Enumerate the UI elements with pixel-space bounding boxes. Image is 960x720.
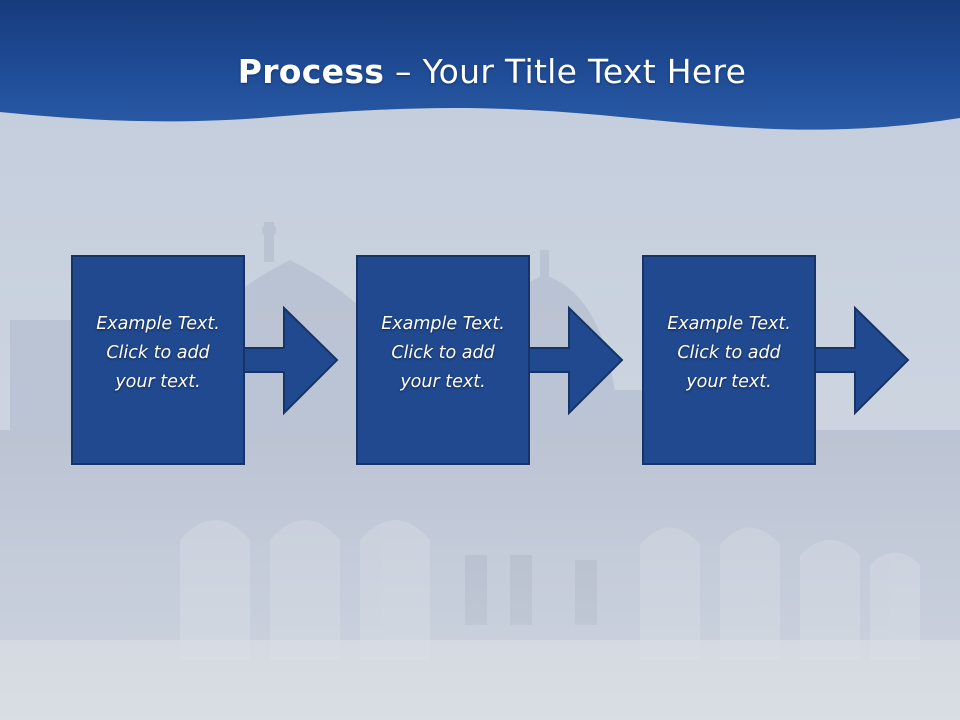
- step-text-line: Click to add: [106, 343, 210, 363]
- step-text-line: your text.: [400, 372, 486, 392]
- step-text-2: Example Text. Click to add your text.: [357, 310, 529, 397]
- step-text-3: Example Text. Click to add your text.: [643, 310, 815, 397]
- title-rest-part: – Your Title Text Here: [384, 52, 747, 91]
- step-shape-2: [356, 255, 624, 465]
- step-text-line: Click to add: [677, 343, 781, 363]
- step-shape-1: [71, 255, 339, 465]
- slide-title[interactable]: Process – Your Title Text Here: [0, 52, 960, 91]
- process-step-2[interactable]: Example Text. Click to add your text.: [356, 255, 657, 468]
- step-text-1: Example Text. Click to add your text.: [72, 310, 244, 397]
- process-step-1[interactable]: Example Text. Click to add your text.: [71, 255, 372, 468]
- step-text-line: Example Text.: [96, 314, 220, 334]
- step-text-line: Example Text.: [667, 314, 791, 334]
- step-text-line: Click to add: [391, 343, 495, 363]
- step-text-line: your text.: [686, 372, 772, 392]
- step-text-line: your text.: [115, 372, 201, 392]
- process-step-3[interactable]: Example Text. Click to add your text.: [642, 255, 943, 468]
- step-text-line: Example Text.: [381, 314, 505, 334]
- title-bold-part: Process: [237, 52, 385, 91]
- step-shape-3: [642, 255, 910, 465]
